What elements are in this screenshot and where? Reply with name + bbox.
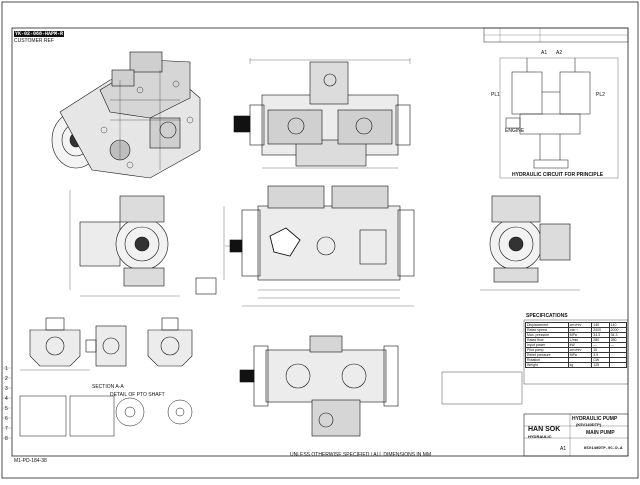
bottom-note: UNLESS OTHERWISE SPECIFIED / ALL DIMENSI… — [290, 452, 432, 458]
spec-table-frame — [523, 319, 629, 385]
grid-ticks — [2, 367, 12, 439]
circuit-title: HYDRAULIC CIRCUIT FOR PRINCIPLE — [512, 172, 604, 178]
scale: A1 — [560, 446, 567, 452]
company-name-line1: HAN SOK — [528, 426, 561, 433]
grid-number: 3 — [5, 386, 8, 392]
port-a1-label: A1 — [541, 50, 548, 56]
detail-label: DETAIL OF PTO SHAFT — [110, 392, 165, 398]
grid-number: 5 — [5, 406, 8, 412]
company-name-line2: HYDRAULIC — [528, 434, 552, 439]
front-view — [223, 185, 415, 307]
port-pl1-label: PL1 — [491, 92, 500, 98]
drawing-number-stamp: YK-02-068-HAPM-R — [14, 31, 65, 37]
port-a2-label: A2 — [556, 50, 563, 56]
section-view-2 — [85, 325, 127, 367]
grid-number: 7 — [5, 426, 8, 432]
isometric-pump-view — [51, 51, 201, 179]
left-side-view — [69, 190, 217, 297]
spec-cell: kg — [567, 362, 593, 368]
section-view-3 — [147, 317, 193, 367]
reference-note: CUSTOMER REF — [14, 38, 54, 44]
spec-cell: 125 — [591, 362, 610, 368]
specifications-title: SPECIFICATIONS — [526, 313, 568, 319]
hydraulic-circuit — [499, 57, 619, 179]
inner-border — [11, 27, 629, 457]
section-view-1 — [20, 317, 90, 371]
product-name-line2: (K5V140DTP) — [576, 422, 602, 427]
drawing-number: K5V140DTP-9C-D-A — [584, 447, 623, 451]
grid-number: 6 — [5, 416, 8, 422]
grid-number: 8 — [5, 436, 8, 442]
spec-cell: Weight — [525, 362, 569, 368]
top-view — [233, 58, 411, 169]
flange-detail — [19, 395, 193, 437]
engine-label: ENGINE — [505, 128, 525, 134]
part-name: MAIN PUMP — [586, 430, 615, 436]
bottom-view — [239, 335, 399, 437]
product-name-line1: HYDRAULIC PUMP — [572, 416, 618, 422]
title-block-frame — [523, 413, 629, 457]
grid-number: 1 — [5, 366, 8, 372]
right-side-view — [480, 195, 580, 291]
sheet-code: M1-PD-184-38 — [14, 458, 47, 464]
spec-cell — [608, 362, 628, 368]
grid-number: 4 — [5, 396, 8, 402]
grid-number: 2 — [5, 376, 8, 382]
notes-box — [441, 371, 523, 405]
port-pl2-label: PL2 — [596, 92, 605, 98]
section-label: SECTION A-A — [92, 384, 124, 390]
